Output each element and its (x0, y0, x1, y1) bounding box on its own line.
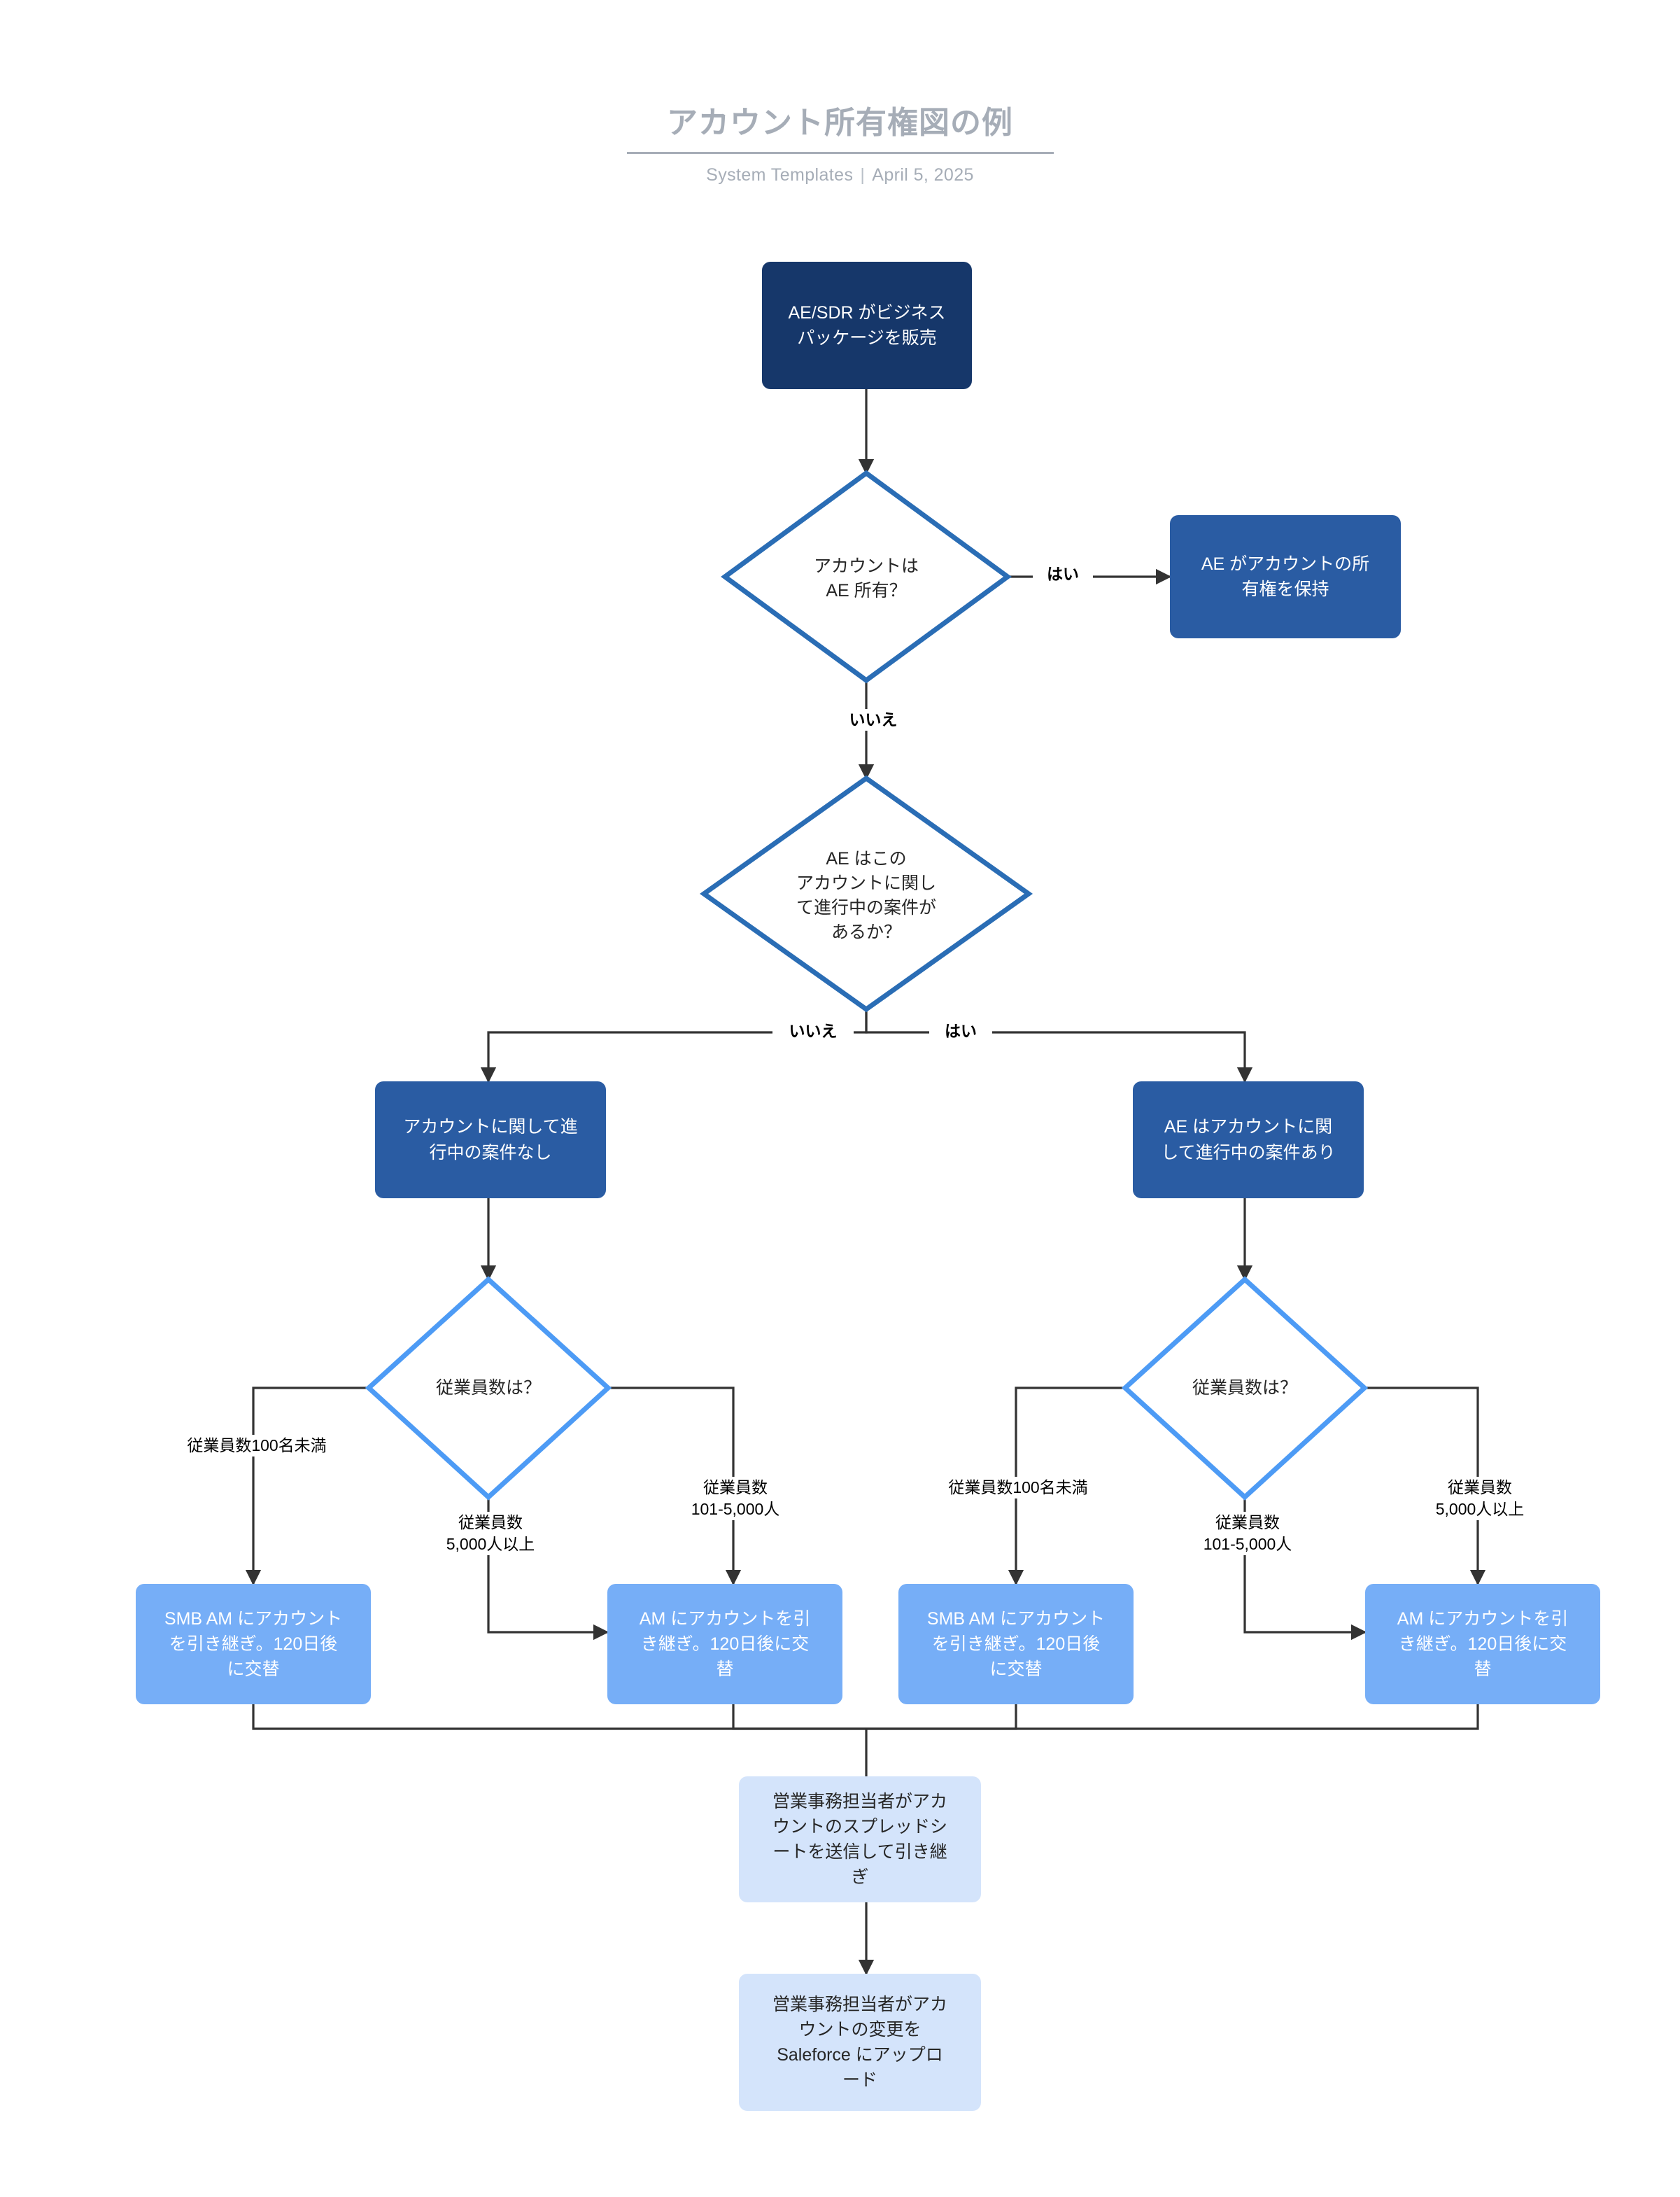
edge-label-d4-101-5000: 従業員数 101-5,000人 (1176, 1512, 1320, 1556)
edge-d2-n4 (865, 1009, 1253, 1083)
edge-label-d2-no: いいえ (772, 1020, 854, 1043)
edge-label-d2-yes: はい (929, 1020, 992, 1043)
node-handoff-am-right[interactable]: AM にアカウントを引 き継ぎ。120日後に交 替 (1365, 1584, 1600, 1704)
node-text: AE/SDR がビジネス パッケージを販売 (788, 302, 946, 348)
merge-line-n7 (866, 1704, 1017, 1730)
node-handoff-am-left[interactable]: AM にアカウントを引 き継ぎ。120日後に交 替 (607, 1584, 842, 1704)
node-sales-ops-sends-spreadsheet[interactable]: 営業事務担当者がアカ ウントのスプレッドシ ートを送信して引き継 ぎ (739, 1776, 981, 1902)
node-text: AE がアカウントの所 有権を保持 (1201, 554, 1370, 599)
edge-label-d3-101-5000: 従業員数 101-5,000人 (663, 1477, 807, 1521)
node-text: アカウントに関して進 行中の案件なし (403, 1117, 578, 1163)
subtitle-date: April 5, 2025 (872, 164, 974, 185)
node-text: SMB AM にアカウント を引き継ぎ。120日後 に交替 (926, 1608, 1106, 1680)
node-handoff-smb-am-left[interactable]: SMB AM にアカウント を引き継ぎ。120日後 に交替 (136, 1584, 371, 1704)
decision-account-owned-by-ae (721, 470, 1012, 684)
subtitle-source: System Templates (706, 164, 854, 185)
edge-label-d4-under-100: 従業員数100名未満 (921, 1477, 1115, 1499)
edge-d3-n5 (245, 1387, 369, 1586)
node-handoff-smb-am-right[interactable]: SMB AM にアカウント を引き継ぎ。120日後 に交替 (898, 1584, 1134, 1704)
node-text: 営業事務担当者がアカ ウントの変更を Saleforce にアップロ ード (772, 1994, 947, 2091)
document-header: アカウント所有権図の例 System Templates | April 5, 20… (0, 105, 1680, 185)
page-title: アカウント所有権図の例 (667, 106, 1013, 140)
merge-line-n5 (252, 1704, 866, 1730)
document-subtitle: System Templates | April 5, 2025 (0, 165, 1680, 185)
node-sales-ops-uploads-to-saleforce[interactable]: 営業事務担当者がアカ ウントの変更を Saleforce にアップロ ード (739, 1974, 981, 2111)
node-ae-retains-ownership[interactable]: AE がアカウントの所 有権を保持 (1170, 515, 1401, 638)
edge-label-d1-no: いいえ (833, 709, 914, 731)
node-text: AM にアカウントを引 き継ぎ。120日後に交 替 (639, 1608, 811, 1680)
node-ae-has-open-opportunity[interactable]: AE はアカウントに関 して進行中の案件あり (1133, 1081, 1364, 1198)
edge-d4-n7 (1008, 1387, 1125, 1586)
edge-label-d1-yes: はい (1033, 563, 1093, 586)
edge-label-d3-over-5000: 従業員数 5,000人以上 (418, 1512, 563, 1556)
node-text: AE はアカウントに関 して進行中の案件あり (1161, 1117, 1336, 1163)
node-text: 営業事務担当者がアカ ウントのスプレッドシ ートを送信して引き継 ぎ (772, 1791, 947, 1888)
merge-line-n6 (732, 1704, 866, 1730)
decision-employee-count-right (1121, 1276, 1369, 1501)
subtitle-separator: | (860, 164, 866, 185)
decision-ae-has-open-opportunity (699, 775, 1033, 1013)
node-ae-sdr-sells-business-package[interactable]: AE/SDR がビジネス パッケージを販売 (762, 262, 972, 389)
edge-label-d3-under-100: 従業員数100名未満 (160, 1435, 354, 1457)
title-divider (626, 151, 1054, 154)
node-text: SMB AM にアカウント を引き継ぎ。120日後 に交替 (164, 1608, 343, 1680)
node-no-open-opportunity[interactable]: アカウントに関して進 行中の案件なし (375, 1081, 606, 1198)
decision-employee-count-left (365, 1276, 612, 1501)
edge-label-d4-over-5000: 従業員数 5,000人以上 (1408, 1477, 1552, 1521)
merge-line-n8 (866, 1704, 1479, 1730)
node-text: AM にアカウントを引 き継ぎ。120日後に交 替 (1397, 1608, 1569, 1680)
